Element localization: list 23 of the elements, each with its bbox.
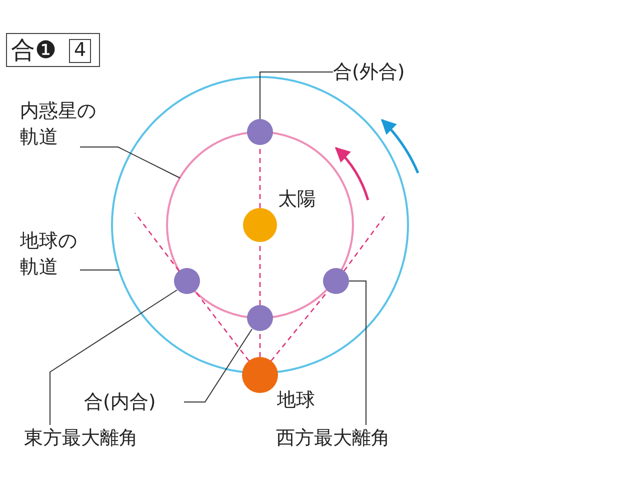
sun-circle bbox=[243, 208, 277, 242]
leader-line bbox=[260, 72, 334, 120]
planet-circle bbox=[247, 305, 273, 331]
elongation-label: 東方最大離角 bbox=[24, 425, 154, 451]
sight-line bbox=[194, 290, 250, 362]
sight-line bbox=[259, 331, 261, 357]
elongation-label: 西方最大離角 bbox=[276, 425, 406, 451]
number-label: 4 bbox=[69, 39, 91, 63]
earth-circle bbox=[242, 357, 278, 393]
orbit-label: 内惑星の軌道 bbox=[20, 98, 104, 150]
planet-circle bbox=[174, 268, 200, 294]
body-label: 太陽 bbox=[278, 187, 316, 212]
conjunction-label: 合(内合) bbox=[84, 389, 184, 415]
leader-line bbox=[80, 146, 180, 178]
leader-line bbox=[50, 290, 178, 426]
heading: 合❶ bbox=[11, 35, 57, 65]
planet-circle bbox=[247, 119, 273, 145]
leader-line bbox=[348, 280, 366, 426]
planet-circle bbox=[323, 268, 349, 294]
body-label: 地球 bbox=[277, 388, 315, 413]
conjunction-label: 合(外合) bbox=[333, 59, 443, 85]
leader-line bbox=[184, 328, 252, 402]
orbit-label: 地球の軌道 bbox=[20, 228, 84, 280]
